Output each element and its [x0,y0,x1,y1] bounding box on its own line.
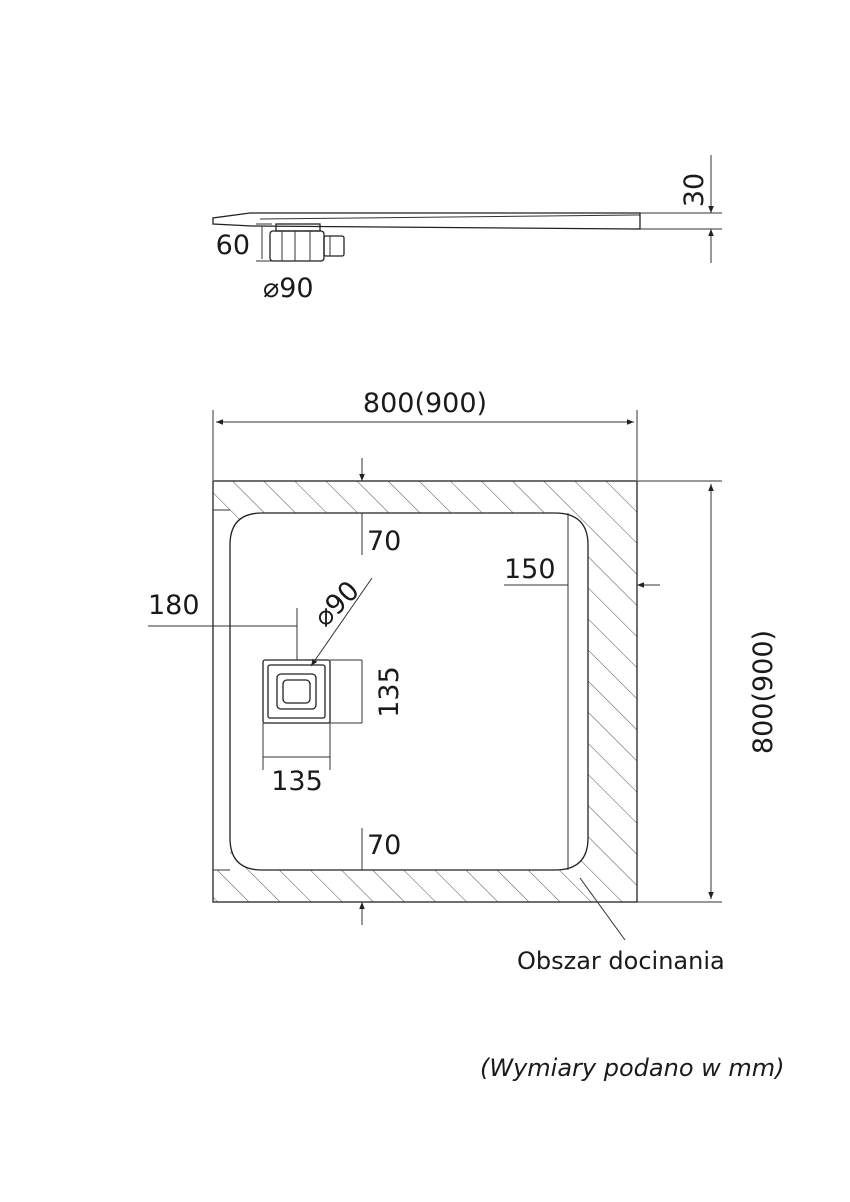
cut-area-leader [579,877,626,941]
side-drain-height-label: 60 [216,230,250,261]
side-drain-diameter-label: ⌀90 [263,273,314,304]
units-footnote: (Wymiary podano w mm) [480,1054,785,1082]
side-height-label: 30 [679,173,710,207]
drain-diameter-leader [310,577,373,667]
cut-area-label: Obszar docinania [517,947,725,975]
drain-height-label: 135 [374,666,405,718]
side-drain [269,223,345,262]
border-bottom-label: 70 [367,830,401,861]
border-right-label: 150 [504,554,556,585]
basin-area [229,512,589,871]
width-label: 800(900) [363,388,487,419]
top-view: 800(900) 800(900) 70 70 150 180 [148,388,779,975]
drain-offset-label: 180 [148,590,200,621]
drain-width-label: 135 [271,766,323,797]
border-top-label: 70 [367,526,401,557]
depth-label: 800(900) [748,630,779,754]
tray-outline [212,480,638,903]
drain-square [262,659,331,724]
side-view: 30 60 ⌀90 [212,155,722,304]
tray-surface-line [259,214,641,220]
